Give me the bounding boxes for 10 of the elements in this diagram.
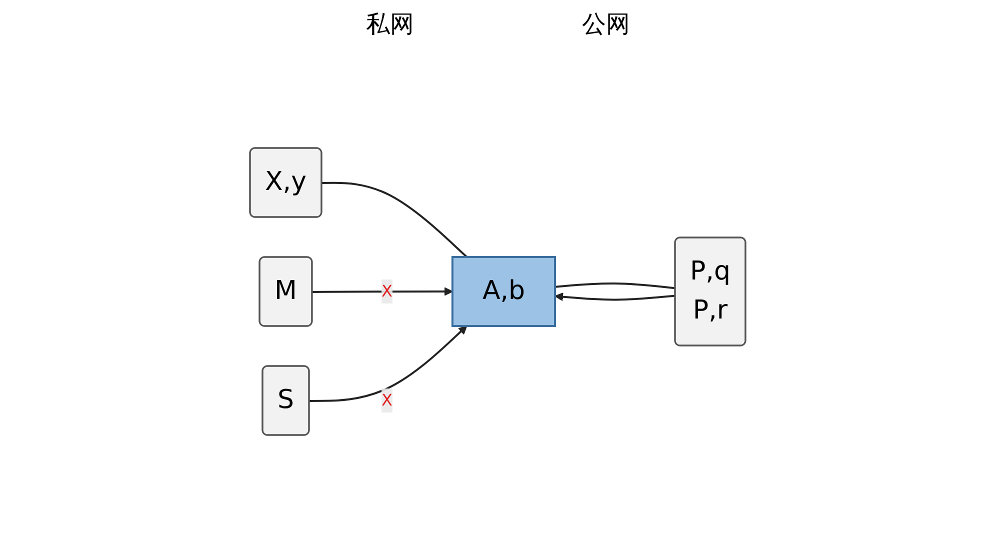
network-zone-label: 私网 xyxy=(365,9,415,38)
edge-label: X xyxy=(382,281,393,300)
connector xyxy=(555,282,676,289)
network-zone-label: 公网 xyxy=(581,9,631,38)
connector xyxy=(322,181,468,258)
edge-label: X xyxy=(382,390,393,409)
arrow xyxy=(554,292,676,301)
arrow xyxy=(310,325,468,402)
arrow xyxy=(312,286,454,296)
node-box: A,b xyxy=(452,256,556,326)
